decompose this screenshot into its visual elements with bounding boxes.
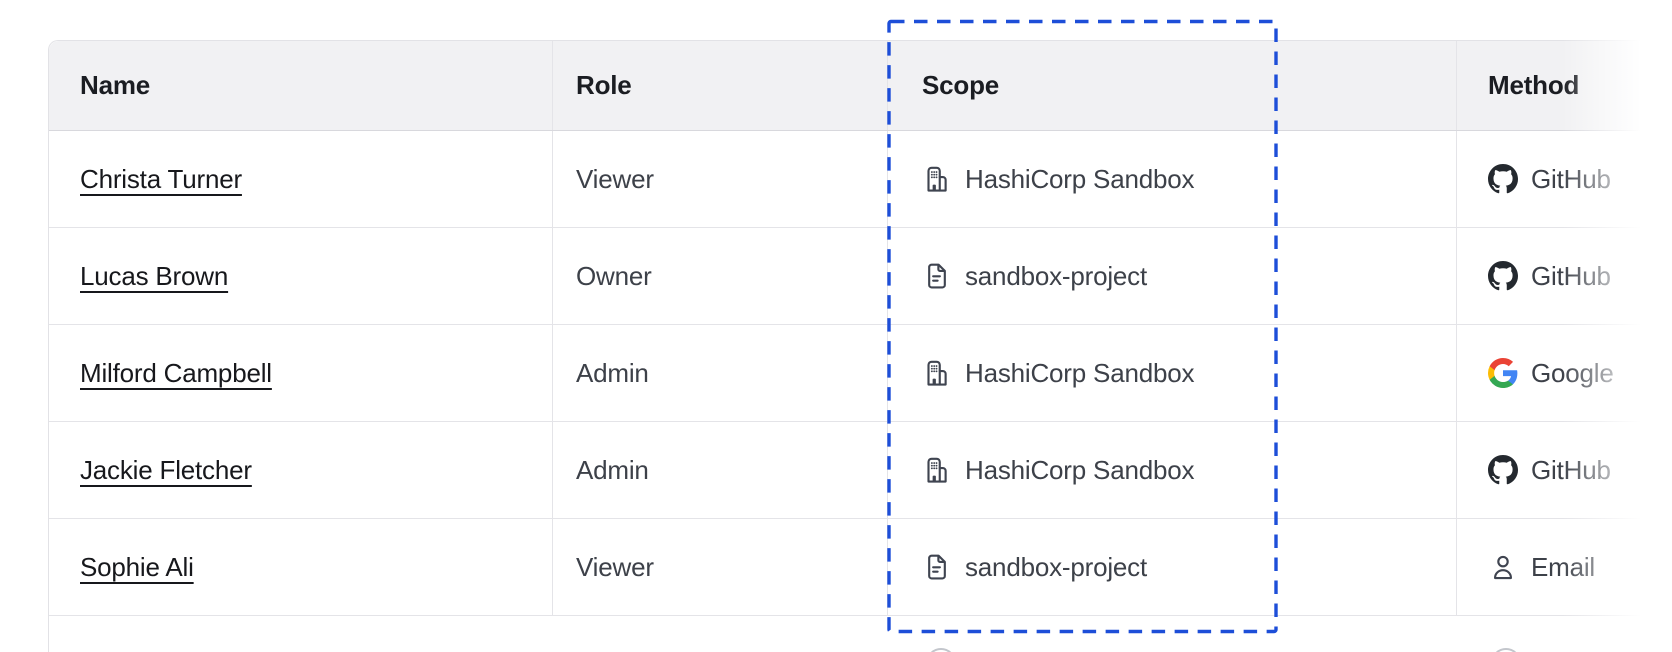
members-table: Name Role Scope Method Christa Turner Vi… [48, 40, 1672, 652]
member-name-link[interactable]: Jackie Fletcher [80, 454, 252, 485]
file-icon [928, 263, 946, 289]
github-icon [1488, 164, 1518, 194]
clipped-method-icon [1491, 648, 1521, 652]
table-row: Jackie Fletcher Admin HashiCorp Sandbox … [49, 422, 1672, 519]
method-value: GitHub [1531, 163, 1611, 194]
google-icon [1488, 358, 1518, 388]
table-row: Milford Campbell Admin HashiCorp Sandbox… [49, 325, 1672, 422]
member-name-link[interactable]: Christa Turner [80, 163, 242, 194]
column-header-scope: Scope [888, 41, 1457, 130]
member-name-link[interactable]: Lucas Brown [80, 260, 229, 291]
column-header-name: Name [49, 41, 553, 130]
role-value: Owner [576, 260, 652, 291]
organization-icon [927, 457, 947, 483]
role-value: Viewer [576, 551, 654, 582]
role-value: Viewer [576, 163, 654, 194]
role-value: Admin [576, 357, 649, 388]
column-header-method: Method [1488, 70, 1580, 100]
method-value: Google [1531, 357, 1614, 388]
table-row: Lucas Brown Owner sandbox-project GitHub [49, 228, 1672, 325]
clipped-scope-icon [926, 648, 956, 652]
organization-icon [927, 166, 947, 192]
scope-value: sandbox-project [965, 551, 1147, 582]
column-header-role: Role [553, 41, 888, 130]
member-name-link[interactable]: Milford Campbell [80, 357, 272, 388]
method-value: GitHub [1531, 454, 1611, 485]
scope-value: sandbox-project [965, 260, 1147, 291]
github-icon [1488, 455, 1518, 485]
table-row-partial [49, 616, 1672, 652]
scope-value: HashiCorp Sandbox [965, 163, 1195, 194]
scope-value: HashiCorp Sandbox [965, 357, 1195, 388]
organization-icon [927, 360, 947, 386]
github-icon [1488, 261, 1518, 291]
table-row: Sophie Ali Viewer sandbox-project Email [49, 519, 1672, 616]
user-icon [1494, 555, 1512, 580]
table-header-row: Name Role Scope Method [49, 41, 1672, 131]
table-row: Christa Turner Viewer HashiCorp Sandbox … [49, 131, 1672, 228]
file-icon [928, 554, 946, 580]
member-name-link[interactable]: Sophie Ali [80, 551, 194, 582]
role-value: Admin [576, 454, 649, 485]
method-value: GitHub [1531, 260, 1611, 291]
method-value: Email [1531, 551, 1596, 582]
scope-value: HashiCorp Sandbox [965, 454, 1195, 485]
